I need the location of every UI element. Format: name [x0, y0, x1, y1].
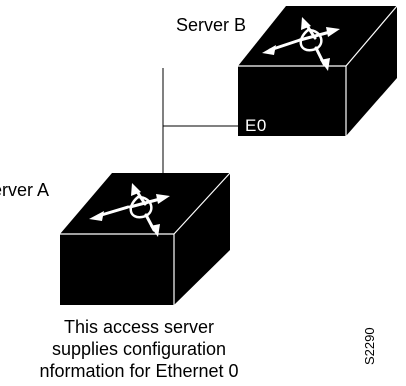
server-a-router-symbol-icon: [89, 183, 170, 237]
server-b-side-face: [346, 6, 397, 136]
interface-e0-label: E0: [245, 116, 267, 135]
server-a-router-icon: [60, 172, 231, 305]
server-a-front-face: [60, 234, 174, 305]
server-b-router-symbol-icon: [262, 17, 340, 71]
server-a-side-face: [174, 173, 230, 305]
server-b-router-icon: [238, 5, 398, 136]
caption-line-1: This access server: [63, 317, 215, 337]
figure-id: S2290: [362, 327, 377, 365]
server-b-label: Server B: [176, 15, 247, 35]
server-a-caption: This access server supplies configuratio…: [0, 316, 278, 382]
server-b-front-face: [238, 66, 346, 136]
caption-line-3: nformation for Ethernet 0: [39, 361, 239, 381]
caption-line-2: supplies configuration: [51, 339, 227, 359]
server-a-label: erver A: [0, 180, 50, 200]
